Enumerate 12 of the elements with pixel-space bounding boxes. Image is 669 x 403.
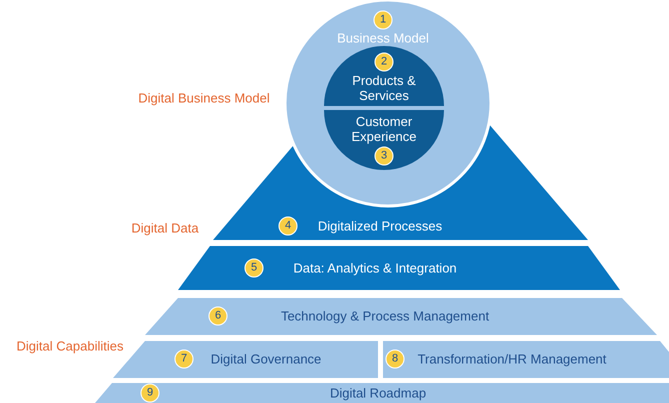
band-label: Digital Roadmap [330, 386, 426, 400]
band-label: Customer Experience [350, 114, 418, 144]
band-label: Data: Analytics & Integration [293, 260, 457, 276]
band-label: Business Model [337, 30, 429, 46]
section-label: Digital Capabilities [16, 338, 124, 354]
band-label: Digital Governance [210, 352, 322, 366]
section-label: Digital Business Model [138, 90, 270, 106]
band-label: Technology & Process Management [280, 308, 490, 324]
band-label: Transformation/HR Management [418, 352, 606, 366]
section-label: Digital Data [131, 220, 199, 236]
band-label: Products & Services [351, 73, 417, 103]
band-label: Digitalized Processes [318, 218, 442, 234]
